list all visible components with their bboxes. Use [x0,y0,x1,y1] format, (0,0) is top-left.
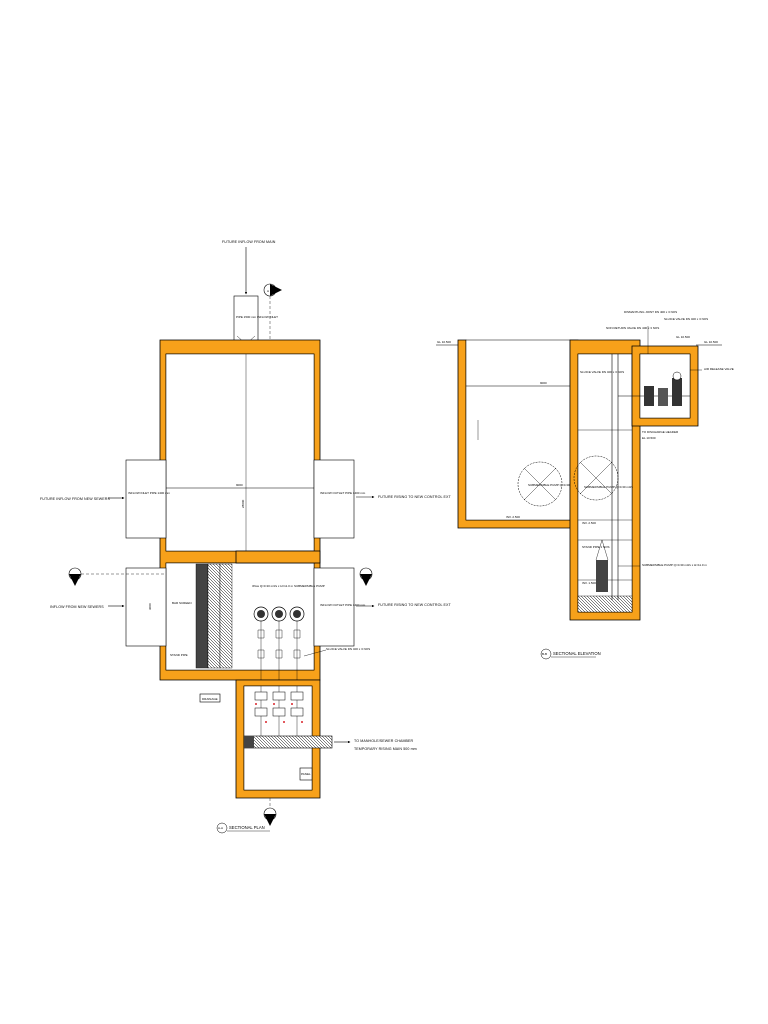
elev-pump-guide [595,539,609,561]
dim-center: 9000 [236,483,243,487]
svg-text:A: A [267,813,269,817]
level-lower: INV. 1.500 [582,581,596,585]
svg-text:A: A [72,573,74,577]
sectional-elevation: GL 10.500 GL 10.500 9000 SUBMERSIBLE PUM… [436,310,734,660]
stand-pipe-label: STAND PIPE [170,653,188,657]
elev-riser-pipes [611,354,619,600]
dim-vertical: 28000 [241,499,245,508]
future-out-right: FUTURE RISING TO NEW CONTROL EXT [378,495,452,499]
submersible-note: SUBMERSIBLE PUMP Q=0.30 m3/s x H=11.0 m [642,563,707,567]
dim-left: 3000 [148,603,152,610]
to-discharge: TO DISCHARGE HEADER [642,430,679,434]
discharge-level: EL 10.500 [642,436,656,440]
outlet-stub-right-lower [313,567,355,647]
inlet-stub-left-upper [125,459,167,539]
gl-left: GL 10.500 [437,340,451,344]
pipe-inlet-label: PIPE 1500 mm INFLOW INLET [236,315,278,319]
svg-text:SUBMERSIBLE PUMP Q=0.30 m3/s: SUBMERSIBLE PUMP Q=0.30 m3/s [528,483,577,487]
section-marker-right: A [359,567,373,586]
valve-leader [303,649,327,657]
outlet-right-lower: INFLOW OUTLET PIPE 1400 mm [320,603,366,607]
future-inflow-left: FUTURE INFLOW FROM NEW SEWERS [40,497,110,501]
header-endcap [244,736,254,748]
bar-screen-fine [207,563,221,669]
valve-note: SLUICE VALVE DN 400 x 3 NOS [326,647,370,651]
section-marker-bottom: A [263,807,277,826]
future-inflow-label: FUTURE INFLOW FROM MAIN [222,240,276,244]
air-release: AIR RELEASE VALVE [704,367,734,371]
elev-wetwell-upper [465,339,571,521]
panel-tag: PANEL [301,772,311,776]
svg-text:SUBMERSIBLE PUMP Q=0.30 m3/s: SUBMERSIBLE PUMP Q=0.30 m3/s [584,485,633,489]
nonreturn-note: NON RETURN VALVE DN 400 x 3 NOS [606,326,659,330]
discharge-label-2: TEMPORARY RISING MAIN 500 mm [354,747,417,751]
drainage-tag [199,693,221,703]
svg-text:A-A: A-A [218,826,223,830]
rising-right-lower: FUTURE RISING TO NEW CONTROL EXT [378,603,452,607]
level-top-chamber: GL 10.500 [676,335,690,339]
valve-assemblies [254,686,304,740]
partition-wall [235,550,321,564]
elev-title: SECTIONAL ELEVATION [553,651,601,656]
inlet-box-top [233,295,259,343]
inflow-inlet-left: INFLOW INLET PIPE 1400 mm [128,491,170,495]
dismantle-note: DISMANTLING JOINT DN 400 x 3 NOS [624,310,677,314]
svg-text:B-B: B-B [542,652,547,656]
plan-title: SECTIONAL PLAN [229,825,265,830]
elev-sump [577,595,633,613]
inlet-stub-left-lower [125,567,167,647]
elev-valves [618,371,690,406]
sluice-note: SLUICE VALVE DN 400 x 3 NOS [580,370,624,374]
bar-screen-fine-2 [219,563,233,669]
level-bottom-left: INV. 2.500 [506,515,520,519]
level-mid: INV. 2.500 [582,521,596,525]
pump-note: 3Nos Q=0.30 m3/s x H=11.0 m SUBMERSIBLE … [252,584,325,588]
elev-pump-left: SUBMERSIBLE PUMP Q=0.30 m3/s [517,461,577,507]
drainage-label: DRAINAGE [202,697,218,701]
panel-box [299,767,313,781]
outlet-stub-right-upper [313,459,355,539]
svg-text:A: A [267,289,269,293]
sectional-plan: FUTURE INFLOW FROM MAIN PIPE 1500 mm INF… [40,240,452,834]
bar-screen-label: BAR SCREEN [172,601,192,605]
pumps-plan [253,606,305,690]
svg-text:A: A [363,573,365,577]
wet-well-upper [165,353,315,552]
floor-note: STAND PIPE 1 NOS [582,545,609,549]
discharge-header [243,735,333,749]
section-marker-left: A [68,567,82,586]
elev-pump-body [596,560,608,592]
section-marker-top: A [263,283,282,297]
sluice2-note: SLUICE VALVE DN 400 x 3 NOS [664,317,708,321]
plan-title-block: A-A SECTIONAL PLAN [216,822,270,834]
elev-dim-top: 9000 [540,381,547,385]
inflow-left-lower: INFLOW FROM NEW SEWERS [50,605,104,609]
elev-title-block: B-B SECTIONAL ELEVATION [540,648,601,660]
bar-screen-dark [195,563,209,669]
outlet-right: INFLOW OUTLET PIPE 1400 mm [320,491,366,495]
discharge-label-1: TO MANHOLE/SEWER CHAMBER [354,739,414,743]
gl-right: GL 10.500 [704,340,718,344]
